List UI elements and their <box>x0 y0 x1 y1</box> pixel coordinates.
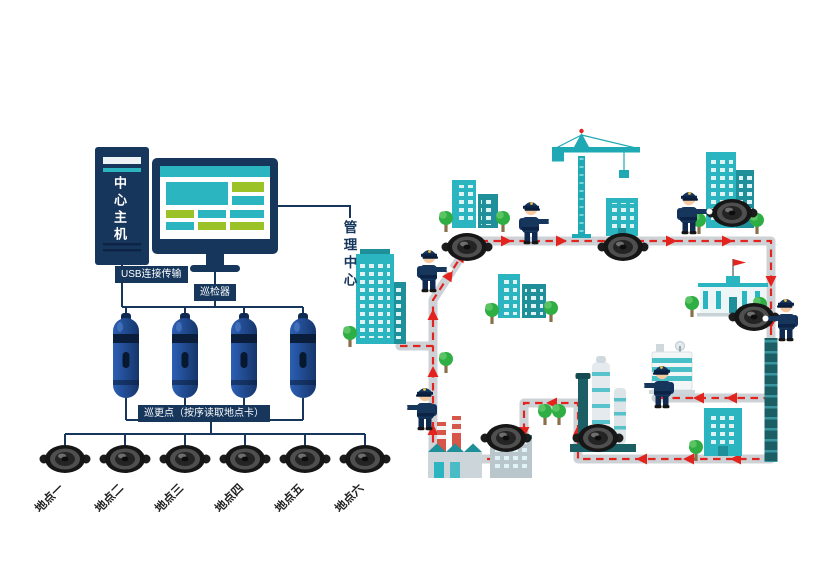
management-center-label: 管理中心 <box>341 220 357 290</box>
checkpoint-discs-row <box>39 445 391 473</box>
tree-icon <box>496 211 510 232</box>
management-building <box>343 249 406 347</box>
tree-icon <box>538 404 552 425</box>
scattered-trees <box>439 352 566 425</box>
tree-icon <box>343 326 357 347</box>
usb-label: USB连接传输 <box>115 266 188 283</box>
patrol-wand <box>231 313 257 398</box>
patrol-wand <box>113 313 139 398</box>
buildings-midleft <box>485 274 558 324</box>
tree-icon <box>439 211 453 232</box>
tree-icon <box>552 404 566 425</box>
host-label: 中心主机 <box>112 176 127 244</box>
buildings-topleft <box>439 180 510 232</box>
patrol-points-label: 巡更点（按序读取地点卡） <box>138 405 270 422</box>
scanner-label: 巡检器 <box>194 284 236 301</box>
government-building <box>685 259 769 318</box>
tree-icon <box>439 352 453 373</box>
patrol-wand <box>290 313 316 398</box>
patrol-wand <box>172 313 198 398</box>
tree-icon <box>544 301 558 322</box>
patrol-wands <box>113 313 316 398</box>
tree-icon <box>685 296 699 317</box>
monitor <box>152 158 278 272</box>
tower-crane <box>552 128 640 238</box>
buildings-bottomright <box>689 408 742 461</box>
tree-icon <box>485 303 499 324</box>
host-tower <box>95 147 149 265</box>
